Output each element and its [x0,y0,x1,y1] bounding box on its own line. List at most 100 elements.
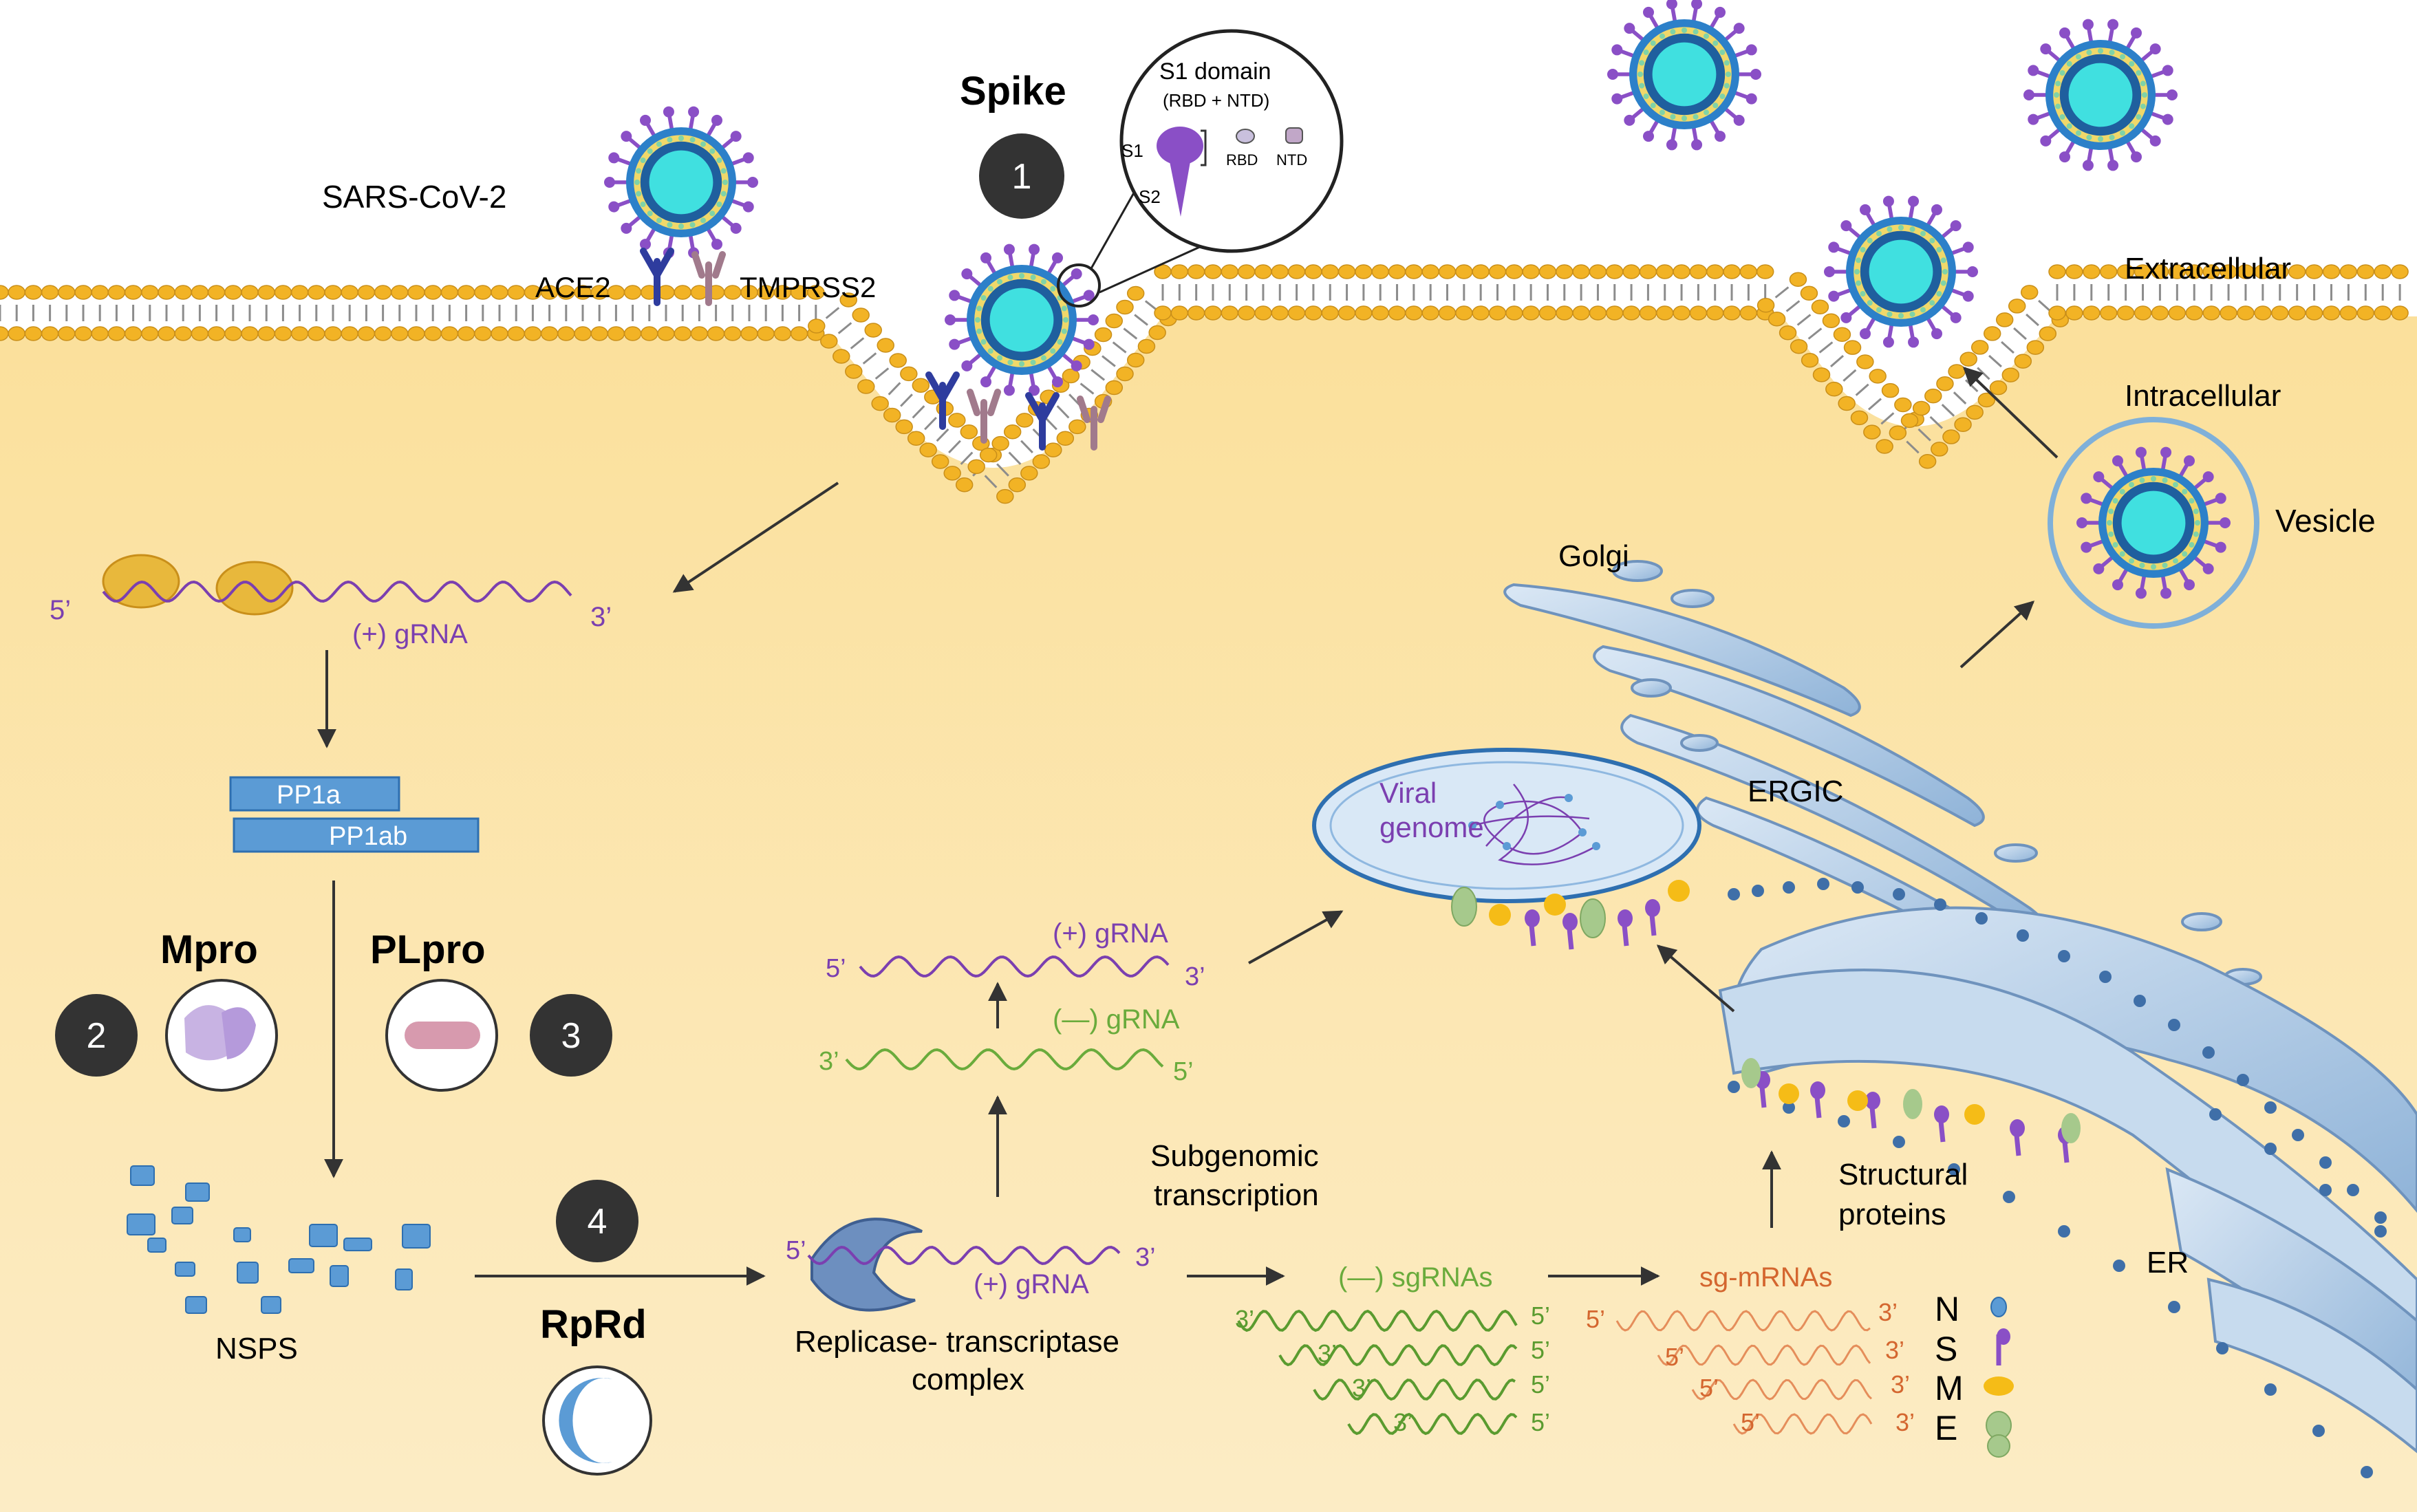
rna-strand [1347,1412,1518,1436]
structural-line1: Structural [1838,1158,1968,1191]
ntd-label: NTD [1276,151,1307,169]
minus-grna-label: (—) gRNA [1053,1004,1180,1035]
legend-n: N [1935,1290,1959,1328]
rna-strand [1237,1309,1518,1332]
legend-m: M [1935,1369,1964,1407]
pp1ab-label: PP1ab [329,822,407,851]
virus-label: SARS-CoV-2 [322,179,506,215]
strand-end-label: 5’ [1699,1374,1719,1402]
structural-legend-shapes [1984,1297,2014,1458]
rc-5-prime: 5’ [786,1236,806,1265]
strand-end-label: 3’ [1235,1305,1254,1333]
strand-end-label: 3’ [1352,1374,1371,1402]
rprd-label: RpRd [540,1302,647,1347]
strand-end-label: 5’ [1665,1343,1684,1371]
strand-end-label: 5’ [1586,1305,1605,1333]
ace2-label: ACE2 [535,271,611,303]
step-4: 4 [588,1202,608,1242]
incoming-grna-label: (+) gRNA [352,619,468,649]
step-numbers: 1 2 3 4 [87,157,1032,1242]
rna-strand [1615,1310,1871,1332]
strand-end-label: 3’ [1891,1370,1910,1398]
nsps-label: NSPS [215,1332,298,1365]
spike-label: Spike [960,69,1066,114]
drug-icons [165,979,652,1476]
incoming-3-prime: 3’ [590,602,612,632]
plpro-label: PLpro [370,927,486,972]
strand-end-label: 5’ [1741,1408,1760,1436]
viral-genome-vesicle [1312,748,1701,903]
rna-strand [1313,1378,1516,1401]
strand-end-label: 5’ [1531,1302,1550,1330]
assembled-structural-proteins [1451,880,2081,1163]
rbd-label: RBD [1226,151,1258,169]
legend-e: E [1935,1409,1957,1447]
rna-strand [102,580,572,603]
step-2: 2 [87,1016,107,1056]
mpro-label: Mpro [160,927,258,972]
viral-genome-line2: genome [1379,811,1484,843]
rna-strand [859,955,1170,978]
sgrnas-label: (—) sgRNAs [1338,1262,1492,1293]
virus-particle [2023,19,2178,171]
nsps-fragments [127,1165,431,1314]
extracellular-label: Extracellular [2125,252,2291,285]
intracellular-label: Intracellular [2125,379,2281,413]
legend-s: S [1935,1330,1957,1368]
replicase-label-line1: Replicase- transcriptase [795,1325,1119,1359]
spike-callout [1057,29,1344,307]
subgenomic-line2: transcription [1154,1178,1319,1212]
replicase-label-line2: complex [912,1363,1024,1396]
virus-particle [945,244,1099,396]
sgmrnas-label: sg-mRNAs [1699,1262,1832,1293]
minus-3-prime: 3’ [819,1047,839,1076]
incoming-5-prime: 5’ [50,595,71,625]
virus-particles [604,0,2231,599]
step-1: 1 [1012,157,1032,197]
plus-3-prime: 3’ [1185,962,1205,991]
strand-end-label: 5’ [1531,1370,1550,1398]
rna-strand [845,1048,1164,1071]
strand-end-label: 3’ [1885,1336,1904,1364]
rc-3-prime: 3’ [1135,1243,1156,1272]
s2-label: S2 [1139,186,1161,207]
rc-grna-label: (+) gRNA [974,1269,1089,1299]
receptors [640,248,1111,451]
rbd-ntd-label: (RBD + NTD) [1163,90,1269,111]
strand-end-label: 3’ [1393,1408,1412,1436]
strand-end-label: 3’ [1878,1298,1898,1326]
virus-particle [1824,195,1978,348]
rna-strand [1691,1379,1873,1401]
strand-end-label: 5’ [1531,1408,1550,1436]
strand-end-label: 5’ [1531,1336,1550,1364]
rna-strand [1732,1413,1873,1435]
viral-genome-line1: Viral [1379,777,1437,809]
minus-5-prime: 5’ [1173,1057,1194,1086]
er-label: ER [2147,1246,2189,1279]
step-badges [55,133,1064,1262]
subgenomic-line1: Subgenomic [1150,1139,1319,1173]
rna-strand [1278,1343,1518,1367]
plus-grna-label: (+) gRNA [1053,918,1168,949]
rna-strand [807,1245,1121,1266]
pp1a-label: PP1a [277,781,341,810]
plus-5-prime: 5’ [826,954,846,983]
polyproteins [229,776,480,853]
golgi-label: Golgi [1558,539,1629,573]
strand-end-label: 3’ [1318,1339,1337,1368]
replicase-complex-shape [810,1218,923,1312]
vesicle-label: Vesicle [2275,503,2376,539]
strand-end-label: 3’ [1895,1408,1915,1436]
flow-arrows [317,367,2059,1286]
virus-particle [604,106,758,259]
labels: SARS-CoV-2 ACE2 TMPRSS2 Spike S1 domain … [50,58,2376,1447]
structural-line2: proteins [1838,1198,1946,1231]
endoplasmic-reticulum [1718,878,2417,1478]
rna-strand [1657,1344,1871,1366]
virus-particle [2076,446,2231,599]
vesicle [2048,417,2259,629]
s1-domain-label: S1 domain [1159,58,1271,85]
ergic-label: ERGIC [1748,775,1843,808]
virus-particle [1607,0,1761,151]
